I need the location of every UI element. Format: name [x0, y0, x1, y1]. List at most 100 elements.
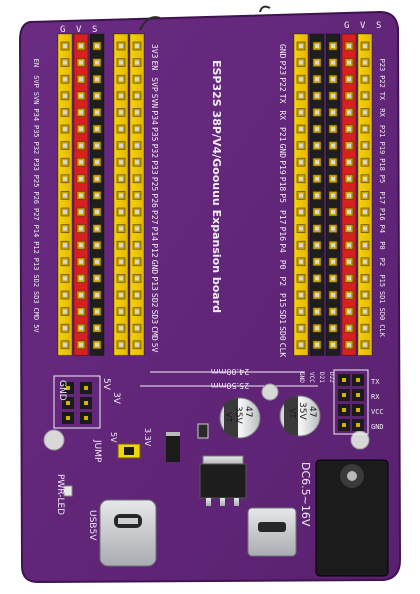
uart-top-label: GND — [298, 372, 305, 383]
left-pin-label: SVP — [150, 77, 159, 92]
col-header-right: V — [360, 21, 366, 31]
right-pin-label: P2 — [278, 276, 287, 286]
right-pin-label: P0 — [278, 260, 287, 270]
outer-right-pin-label: TX — [378, 92, 386, 101]
col-header-left: G — [60, 25, 65, 35]
dim-24mm: 24.00mm — [211, 367, 250, 376]
left-pin-label: P35 — [150, 127, 159, 142]
right-pin-label: P15 — [278, 293, 287, 308]
col-header-left: V — [76, 25, 82, 35]
outer-right-pin-label: CLK — [378, 324, 386, 337]
board-title: ESP32S 38P/V4/Goouuu Expansion board — [210, 60, 223, 313]
outer-right-pin-label: P0 — [378, 241, 386, 249]
outer-left-pin-label: P13 — [32, 258, 40, 271]
right-pin-label: RX — [278, 110, 287, 120]
outer-right-pin-label: P19 — [378, 142, 386, 155]
uart-side-label: GND — [371, 423, 384, 431]
uart-side-label: VCC — [371, 408, 384, 416]
outer-left-pin-label: P32 — [32, 142, 40, 155]
power-5v-label: 5V — [101, 378, 111, 391]
antenna-wire — [139, 5, 271, 31]
outer-right-pin-label: RX — [378, 108, 386, 117]
right-pin-label: P22 — [278, 77, 287, 92]
outer-right-pin-label: P15 — [378, 274, 386, 287]
usb-c-label: USB5V — [87, 510, 97, 541]
diode — [166, 432, 180, 462]
right-pin-label: SD0 — [278, 326, 287, 341]
pwr-led — [63, 485, 73, 497]
power-3v-label: 3V — [111, 392, 121, 405]
usb-c-connector — [99, 499, 157, 567]
outer-right-pin-label: P23 — [378, 59, 386, 72]
capacitor-1-voltage: 35V — [233, 406, 243, 424]
outer-right-pin-label: P18 — [378, 158, 386, 171]
left-pin-label: P33 — [150, 160, 159, 175]
right-pin-label: SD1 — [278, 310, 287, 325]
left-pin-label: P27 — [150, 210, 159, 225]
right-pin-label: P18 — [278, 177, 287, 192]
outer-right-pin-label: P22 — [378, 75, 386, 88]
left-pin-label: SVN — [150, 94, 159, 109]
pwr-led-label: PWR-LED — [55, 474, 65, 515]
right-pin-label: P19 — [278, 160, 287, 175]
power-header-outline — [53, 375, 101, 429]
col-header-right: S — [376, 21, 381, 31]
outer-right-pin-label: SD0 — [378, 308, 386, 321]
outer-left-pin-label: P33 — [32, 158, 40, 171]
left-pin-label: P12 — [150, 243, 159, 258]
left-pin-label: P25 — [150, 177, 159, 192]
outer-left-pin-label: 5V — [32, 324, 40, 333]
smd-resistor — [197, 423, 209, 439]
outer-right-pin-label: P5 — [378, 175, 386, 183]
outer-right-pin-label: P2 — [378, 258, 386, 266]
uart-header-outline — [333, 369, 369, 435]
outer-left-pin-label: SD3 — [32, 291, 40, 304]
col-header-right: G — [344, 21, 349, 31]
left-pin-label: SD3 — [150, 310, 159, 325]
right-pin-label: P21 — [278, 127, 287, 142]
outer-right-pin-label: P21 — [378, 125, 386, 138]
uart-side-label: TX — [371, 378, 380, 386]
voltage-regulator — [199, 463, 247, 499]
outer-left-pin-label: P12 — [32, 241, 40, 254]
left-pin-label: P32 — [150, 144, 159, 159]
outer-right-pin-label: P4 — [378, 225, 386, 233]
dim-25-5mm: 25.50mm — [211, 381, 250, 390]
uart-top-label: D22 — [328, 372, 335, 383]
capacitor-2-tag: VT — [288, 408, 297, 418]
outer-left-pin-label: P14 — [32, 225, 40, 238]
uart-side-label: RX — [371, 393, 380, 401]
left-pin-label: 3V3 — [150, 44, 159, 59]
dc-voltage-label: DC6.5~16V — [299, 462, 312, 527]
right-pin-label: P23 — [278, 61, 287, 76]
outer-right-pin-label: P17 — [378, 191, 386, 204]
left-pin-label: P34 — [150, 110, 159, 125]
left-pin-label: EN — [150, 61, 159, 71]
left-pin-label: SD2 — [150, 293, 159, 308]
capacitor-1-value: 47 — [243, 406, 253, 417]
jumper-label: JUMP — [92, 439, 102, 463]
left-pin-label: P14 — [150, 227, 159, 242]
left-pin-label: GND — [150, 260, 159, 275]
mount-hole-mid — [261, 383, 279, 401]
right-pin-label: CLK — [278, 343, 287, 358]
outer-left-pin-label: P25 — [32, 175, 40, 188]
jumper-5v-label: 5V — [109, 432, 118, 443]
right-pin-label: GND — [278, 144, 287, 159]
mount-hole-left — [43, 429, 65, 451]
right-pin-label: GND — [278, 44, 287, 59]
right-pin-label: P5 — [278, 193, 287, 203]
uart-top-label: D21 — [318, 372, 325, 383]
left-pin-label: P13 — [150, 276, 159, 291]
capacitor-1-tag: VT — [224, 412, 233, 422]
outer-right-pin-label: SD1 — [378, 291, 386, 304]
capacitor-2-value: 47 — [307, 406, 317, 417]
right-pin-label: P17 — [278, 210, 287, 225]
outer-left-pin-label: P35 — [32, 125, 40, 138]
left-pin-label: 5V — [150, 343, 159, 353]
outer-left-pin-label: SVN — [32, 92, 40, 105]
uart-top-label: VCC — [308, 372, 315, 383]
outer-left-pin-label: CMD — [32, 308, 40, 321]
dc-barrel-jack — [315, 459, 389, 577]
